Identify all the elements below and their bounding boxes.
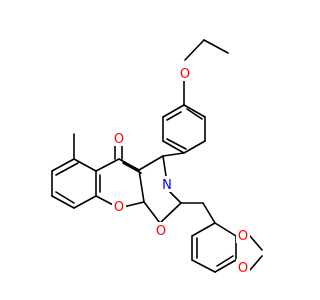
bond-line	[202, 202, 216, 224]
bond-line	[186, 108, 203, 120]
atom-label-n-ring: N	[162, 178, 172, 193]
atom-label-o-dioxole-1: O	[238, 229, 248, 244]
bond-line	[122, 162, 142, 174]
atom-o-dioxole-1: O	[236, 227, 250, 244]
bond-line	[95, 158, 120, 172]
bond-layer	[51, 39, 263, 273]
bond-line	[138, 169, 145, 203]
bond-line	[214, 222, 237, 237]
bond-line	[166, 111, 182, 121]
bond-line	[169, 191, 182, 204]
bond-line	[216, 255, 234, 267]
bond-line	[143, 201, 161, 224]
bond-line	[214, 259, 237, 273]
bond-line	[162, 152, 185, 157]
molecule-canvas: O O N O O O O	[51, 39, 263, 276]
atom-o-ketone: O	[112, 130, 126, 147]
bond-line	[249, 235, 263, 251]
bond-line	[191, 259, 216, 273]
bond-line	[51, 158, 75, 172]
bond-line	[162, 155, 167, 177]
atom-o-dioxole-2: O	[236, 259, 250, 276]
bond-line	[118, 158, 140, 171]
bond-line	[183, 104, 206, 118]
structure-drawing: O O N O O O O	[51, 39, 263, 276]
atom-label-layer: O O N O O O O	[112, 65, 250, 276]
bond-line	[138, 155, 164, 171]
atom-label-o-lactam: O	[156, 224, 166, 239]
bond-line	[159, 202, 182, 224]
atom-label-o-dioxole-2: O	[238, 261, 248, 276]
bond-line	[203, 39, 229, 54]
bond-line	[55, 191, 75, 204]
atom-o-lactam: O	[154, 222, 168, 239]
atom-label-o-ether: O	[180, 67, 190, 82]
bond-line	[183, 140, 206, 154]
bond-line	[166, 138, 187, 150]
bond-line	[162, 140, 185, 154]
atom-o-chromene: O	[112, 198, 126, 215]
bond-line	[73, 195, 97, 209]
bond-line	[51, 195, 75, 209]
bond-line	[55, 162, 79, 176]
atom-o-ether: O	[178, 65, 192, 82]
bond-line	[249, 255, 263, 271]
atom-label-o-ketone: O	[114, 132, 124, 147]
bond-line	[191, 222, 216, 237]
bond-line	[73, 158, 97, 172]
bond-line	[162, 104, 185, 118]
bond-line	[184, 39, 205, 61]
atom-n-ring: N	[160, 176, 174, 193]
atom-label-o-chromene: O	[114, 200, 124, 215]
